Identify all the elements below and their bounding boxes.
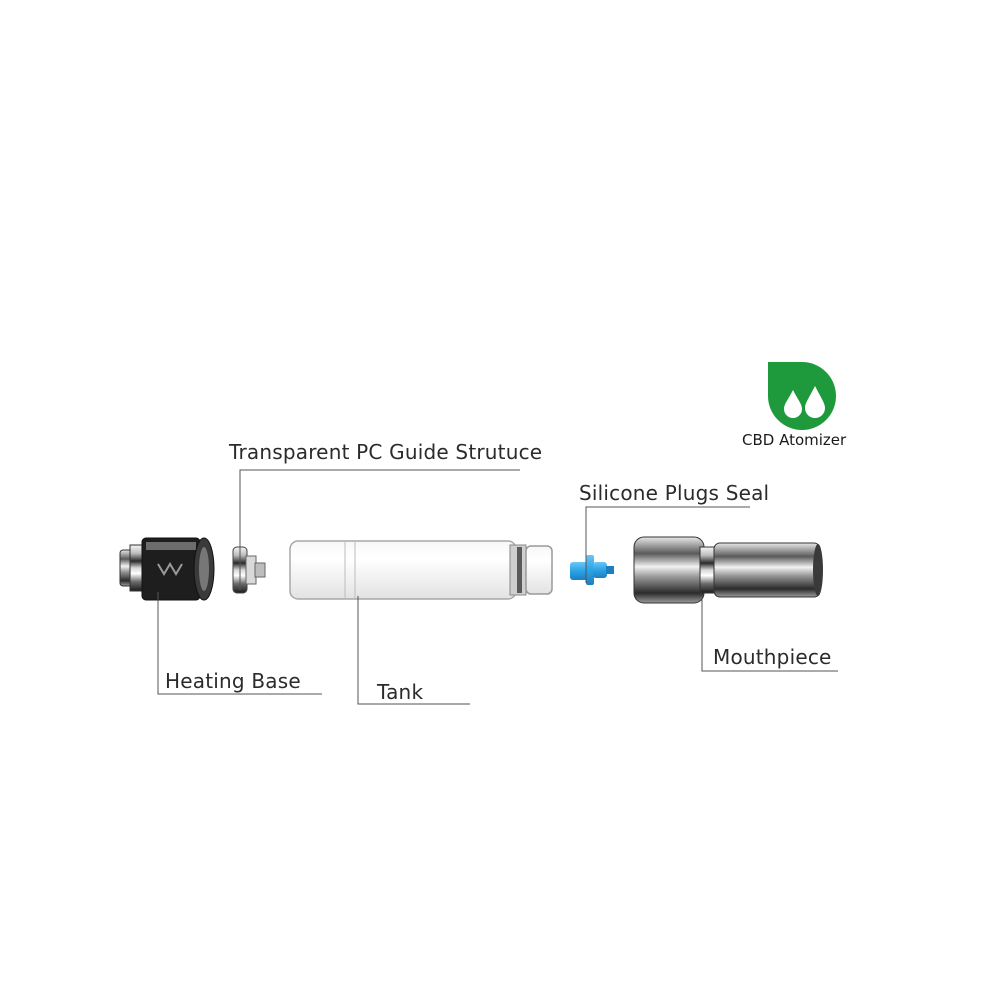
seal-label: Silicone Plugs Seal bbox=[579, 481, 770, 505]
droplets-logo-icon bbox=[768, 362, 836, 430]
heating-base-part bbox=[119, 537, 215, 601]
base-label: Heating Base bbox=[165, 669, 301, 693]
guide-leader-line bbox=[239, 469, 520, 590]
tank-leader-line bbox=[357, 596, 470, 705]
tank-label: Tank bbox=[377, 680, 424, 704]
base-leader-line bbox=[157, 592, 322, 695]
logo-text: CBD Atomizer bbox=[742, 431, 847, 449]
mouthpiece-part bbox=[633, 536, 823, 604]
leader-lines bbox=[157, 469, 838, 705]
mouthpiece-leader-line bbox=[701, 596, 838, 672]
tank-part bbox=[289, 540, 553, 600]
guide-label: Transparent PC Guide Strutuce bbox=[229, 440, 543, 464]
pc-guide-part bbox=[232, 546, 266, 594]
seal-leader-line bbox=[585, 506, 750, 583]
mouthpiece-label: Mouthpiece bbox=[713, 645, 832, 669]
silicone-seal-part bbox=[570, 555, 614, 585]
